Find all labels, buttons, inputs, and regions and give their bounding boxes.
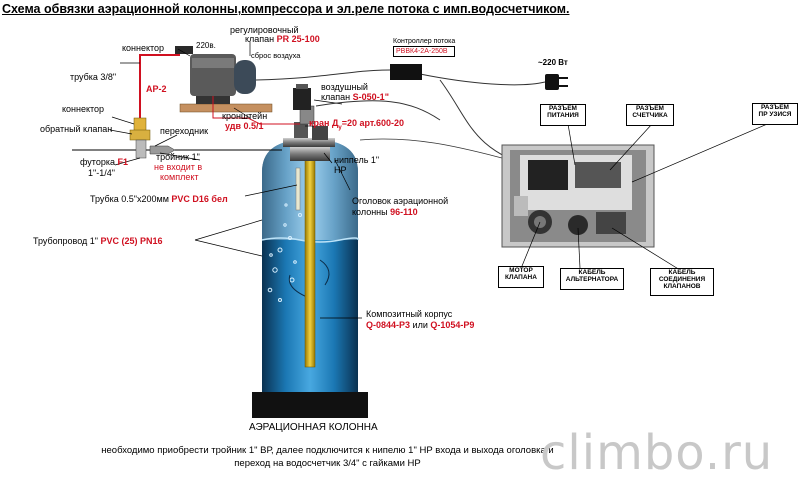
label-tee: тройник 1" (156, 152, 200, 162)
label-nipple-sub: НР (334, 165, 347, 175)
control-wire (255, 69, 391, 81)
label-connector-left: коннектор (62, 104, 105, 114)
inlet-fittings (72, 117, 282, 159)
label-not-included-2: комплект (160, 172, 199, 182)
label-nipple: ниппель 1" (334, 155, 380, 165)
label-body-codes: Q-0844-P3 или Q-1054-P9 (366, 320, 475, 330)
control-panel-photo (501, 144, 655, 248)
label-head-2: колонны 96-110 (352, 207, 418, 217)
label-body: Композитный корпус (366, 309, 453, 319)
air-line (139, 54, 180, 130)
column-head (283, 84, 335, 161)
label-connector-top: коннектор (122, 43, 165, 53)
label-not-included-1: не входит в (154, 162, 203, 172)
label-ap2: АР-2 (146, 84, 167, 94)
label-tube-38: трубка 3/8" (70, 72, 117, 82)
footnote-line-1: необходимо приобрести тройник 1" ВР, дал… (101, 445, 554, 456)
diagram-title: Схема обвязки аэрационной колонны,компре… (2, 2, 570, 16)
label-tube-half: Трубка 0.5"x200мм PVC D16 бел (90, 194, 228, 204)
label-air-valve-2: клапан S-050-1" (321, 92, 389, 102)
flow-controller (390, 64, 422, 80)
footnote-line-2: переход на водосчетчик 3/4" с гайками НР (234, 458, 421, 469)
label-air-valve-1: воздушный (321, 82, 368, 92)
label-check-valve: обратный клапан (40, 124, 113, 134)
label-pipe: Трубопровод 1" PVC (25) PN16 (33, 236, 163, 246)
photo-leaders (521, 121, 773, 271)
label-controller: Контроллер потока РВВК4-2А-250В (393, 37, 456, 57)
riser-pipe (304, 144, 316, 368)
label-bracket: кронштейн (222, 111, 268, 121)
label-mains: ~220 Вт (538, 58, 568, 67)
label-air-release: сброс воздуха (251, 51, 301, 60)
label-head-1: Оголовок аэрационной (352, 196, 449, 206)
label-voltage: 220в. (196, 41, 216, 50)
label-fitting: футорка F1 (80, 157, 129, 167)
label-valve-title: регулировочный (230, 25, 299, 35)
label-column: АЭРАЦИОННАЯ КОЛОННА (249, 422, 378, 433)
label-valve: клапан PR 25-100 (245, 34, 320, 44)
label-crane: кран Ду=20 арт.600-20 (309, 118, 404, 131)
label-fitting-size: 1"-1/4" (88, 168, 115, 178)
label-bracket-code: удв 0.5/1 (225, 121, 264, 131)
label-controller-name: Контроллер потока (393, 38, 456, 45)
watermark: climbo.ru (540, 425, 774, 481)
label-controller-code: РВВК4-2А-250В (393, 46, 456, 57)
power-plug (545, 74, 568, 90)
label-adapter: переходник (160, 126, 209, 136)
